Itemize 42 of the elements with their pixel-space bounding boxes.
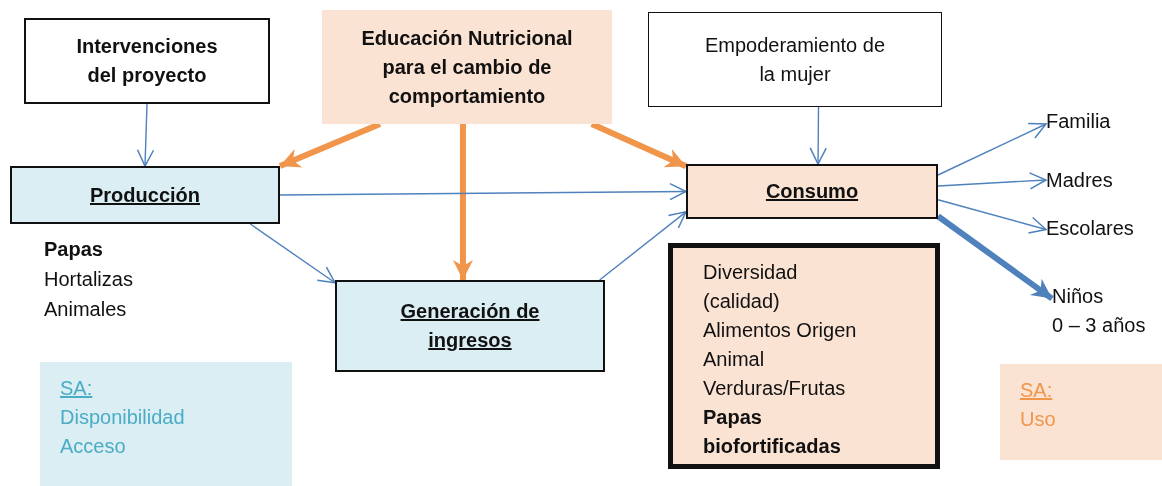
node-text: Familia xyxy=(1046,108,1111,134)
node-text: Producción xyxy=(90,182,200,208)
arrow xyxy=(936,213,1054,302)
node-text: Madres xyxy=(1046,167,1113,193)
arrow xyxy=(937,122,1047,176)
arrow xyxy=(937,172,1047,190)
node-text: Alimentos Origen Animal xyxy=(703,318,858,372)
arrow xyxy=(249,223,336,284)
node-text: SA: xyxy=(60,376,93,401)
node-text: Generación de ingresos xyxy=(399,299,541,353)
node-text: Empoderamiento de la mujer xyxy=(703,32,887,87)
process-box xyxy=(686,164,938,219)
process-box xyxy=(335,280,605,372)
process-box xyxy=(24,18,270,104)
item-text: Papas xyxy=(44,238,103,261)
note-panel xyxy=(1000,364,1162,460)
detail-box xyxy=(668,243,940,469)
arrow xyxy=(452,124,473,280)
item-text: Hortalizas xyxy=(44,268,133,291)
arrow xyxy=(598,211,687,281)
node-text: Diversidad (calidad) xyxy=(703,260,799,314)
arrow xyxy=(279,182,687,201)
node-text: Escolares xyxy=(1046,215,1134,241)
node-text: Niños xyxy=(1052,284,1104,309)
process-box xyxy=(10,166,280,224)
process-box xyxy=(648,12,942,107)
arrow xyxy=(809,106,827,165)
node-text: Intervenciones del proyecto xyxy=(75,34,219,88)
node-text: Disponibilidad xyxy=(60,405,185,430)
node-text: Papas biofortificadas xyxy=(703,405,842,459)
node-text: Consumo xyxy=(765,179,859,204)
arrow xyxy=(937,199,1047,234)
node-text: Uso xyxy=(1020,407,1056,432)
item-text: Animales xyxy=(44,298,127,321)
node-text: SA: xyxy=(1020,378,1053,403)
node-text: Educación Nutricional para el cambio de comportamiento xyxy=(360,25,574,109)
process-box xyxy=(322,10,612,124)
node-text: Acceso xyxy=(60,434,126,459)
node-text: Verduras/Frutas xyxy=(703,376,846,401)
arrow xyxy=(136,103,155,167)
note-panel xyxy=(40,362,292,486)
node-text: 0 – 3 años xyxy=(1052,313,1146,338)
